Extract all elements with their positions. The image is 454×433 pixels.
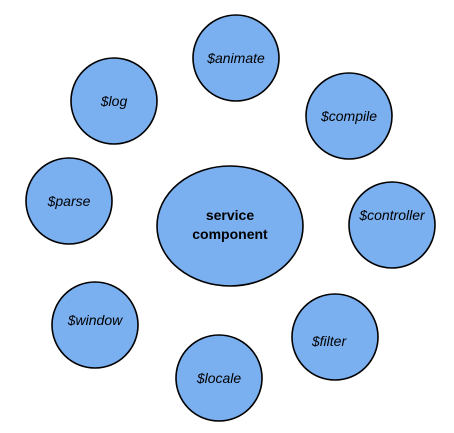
service-node-filter: $filter xyxy=(291,293,379,381)
service-node-log-label: $log xyxy=(100,93,128,109)
service-node-locale-shape xyxy=(175,334,263,422)
service-node-log: $log xyxy=(70,57,158,145)
center-node: service component xyxy=(156,165,304,287)
service-node-compile-shape xyxy=(305,72,393,160)
service-node-compile: $compile xyxy=(305,72,393,160)
center-node-shape xyxy=(156,165,304,287)
service-node-filter-label: $filter xyxy=(311,333,348,349)
service-node-locale: $locale xyxy=(175,334,263,422)
center-label-line2: component xyxy=(192,226,268,242)
service-node-compile-label: $compile xyxy=(320,108,377,124)
service-node-locale-label: $locale xyxy=(196,370,242,386)
center-label-line1: service xyxy=(206,207,254,223)
service-node-animate-shape xyxy=(192,14,280,102)
service-node-animate: $animate xyxy=(192,14,280,102)
service-node-parse-shape xyxy=(25,157,113,245)
service-node-window-shape xyxy=(51,281,139,369)
service-node-filter-shape xyxy=(291,293,379,381)
service-node-window-label: $window xyxy=(67,312,123,328)
service-node-controller-shape xyxy=(348,181,436,269)
service-node-animate-label: $animate xyxy=(206,50,265,66)
service-node-window: $window xyxy=(51,281,139,369)
service-node-controller: $controller xyxy=(348,181,436,269)
service-node-controller-label: $controller xyxy=(358,207,426,223)
service-node-log-shape xyxy=(70,57,158,145)
service-node-parse: $parse xyxy=(25,157,113,245)
service-node-parse-label: $parse xyxy=(47,193,91,209)
